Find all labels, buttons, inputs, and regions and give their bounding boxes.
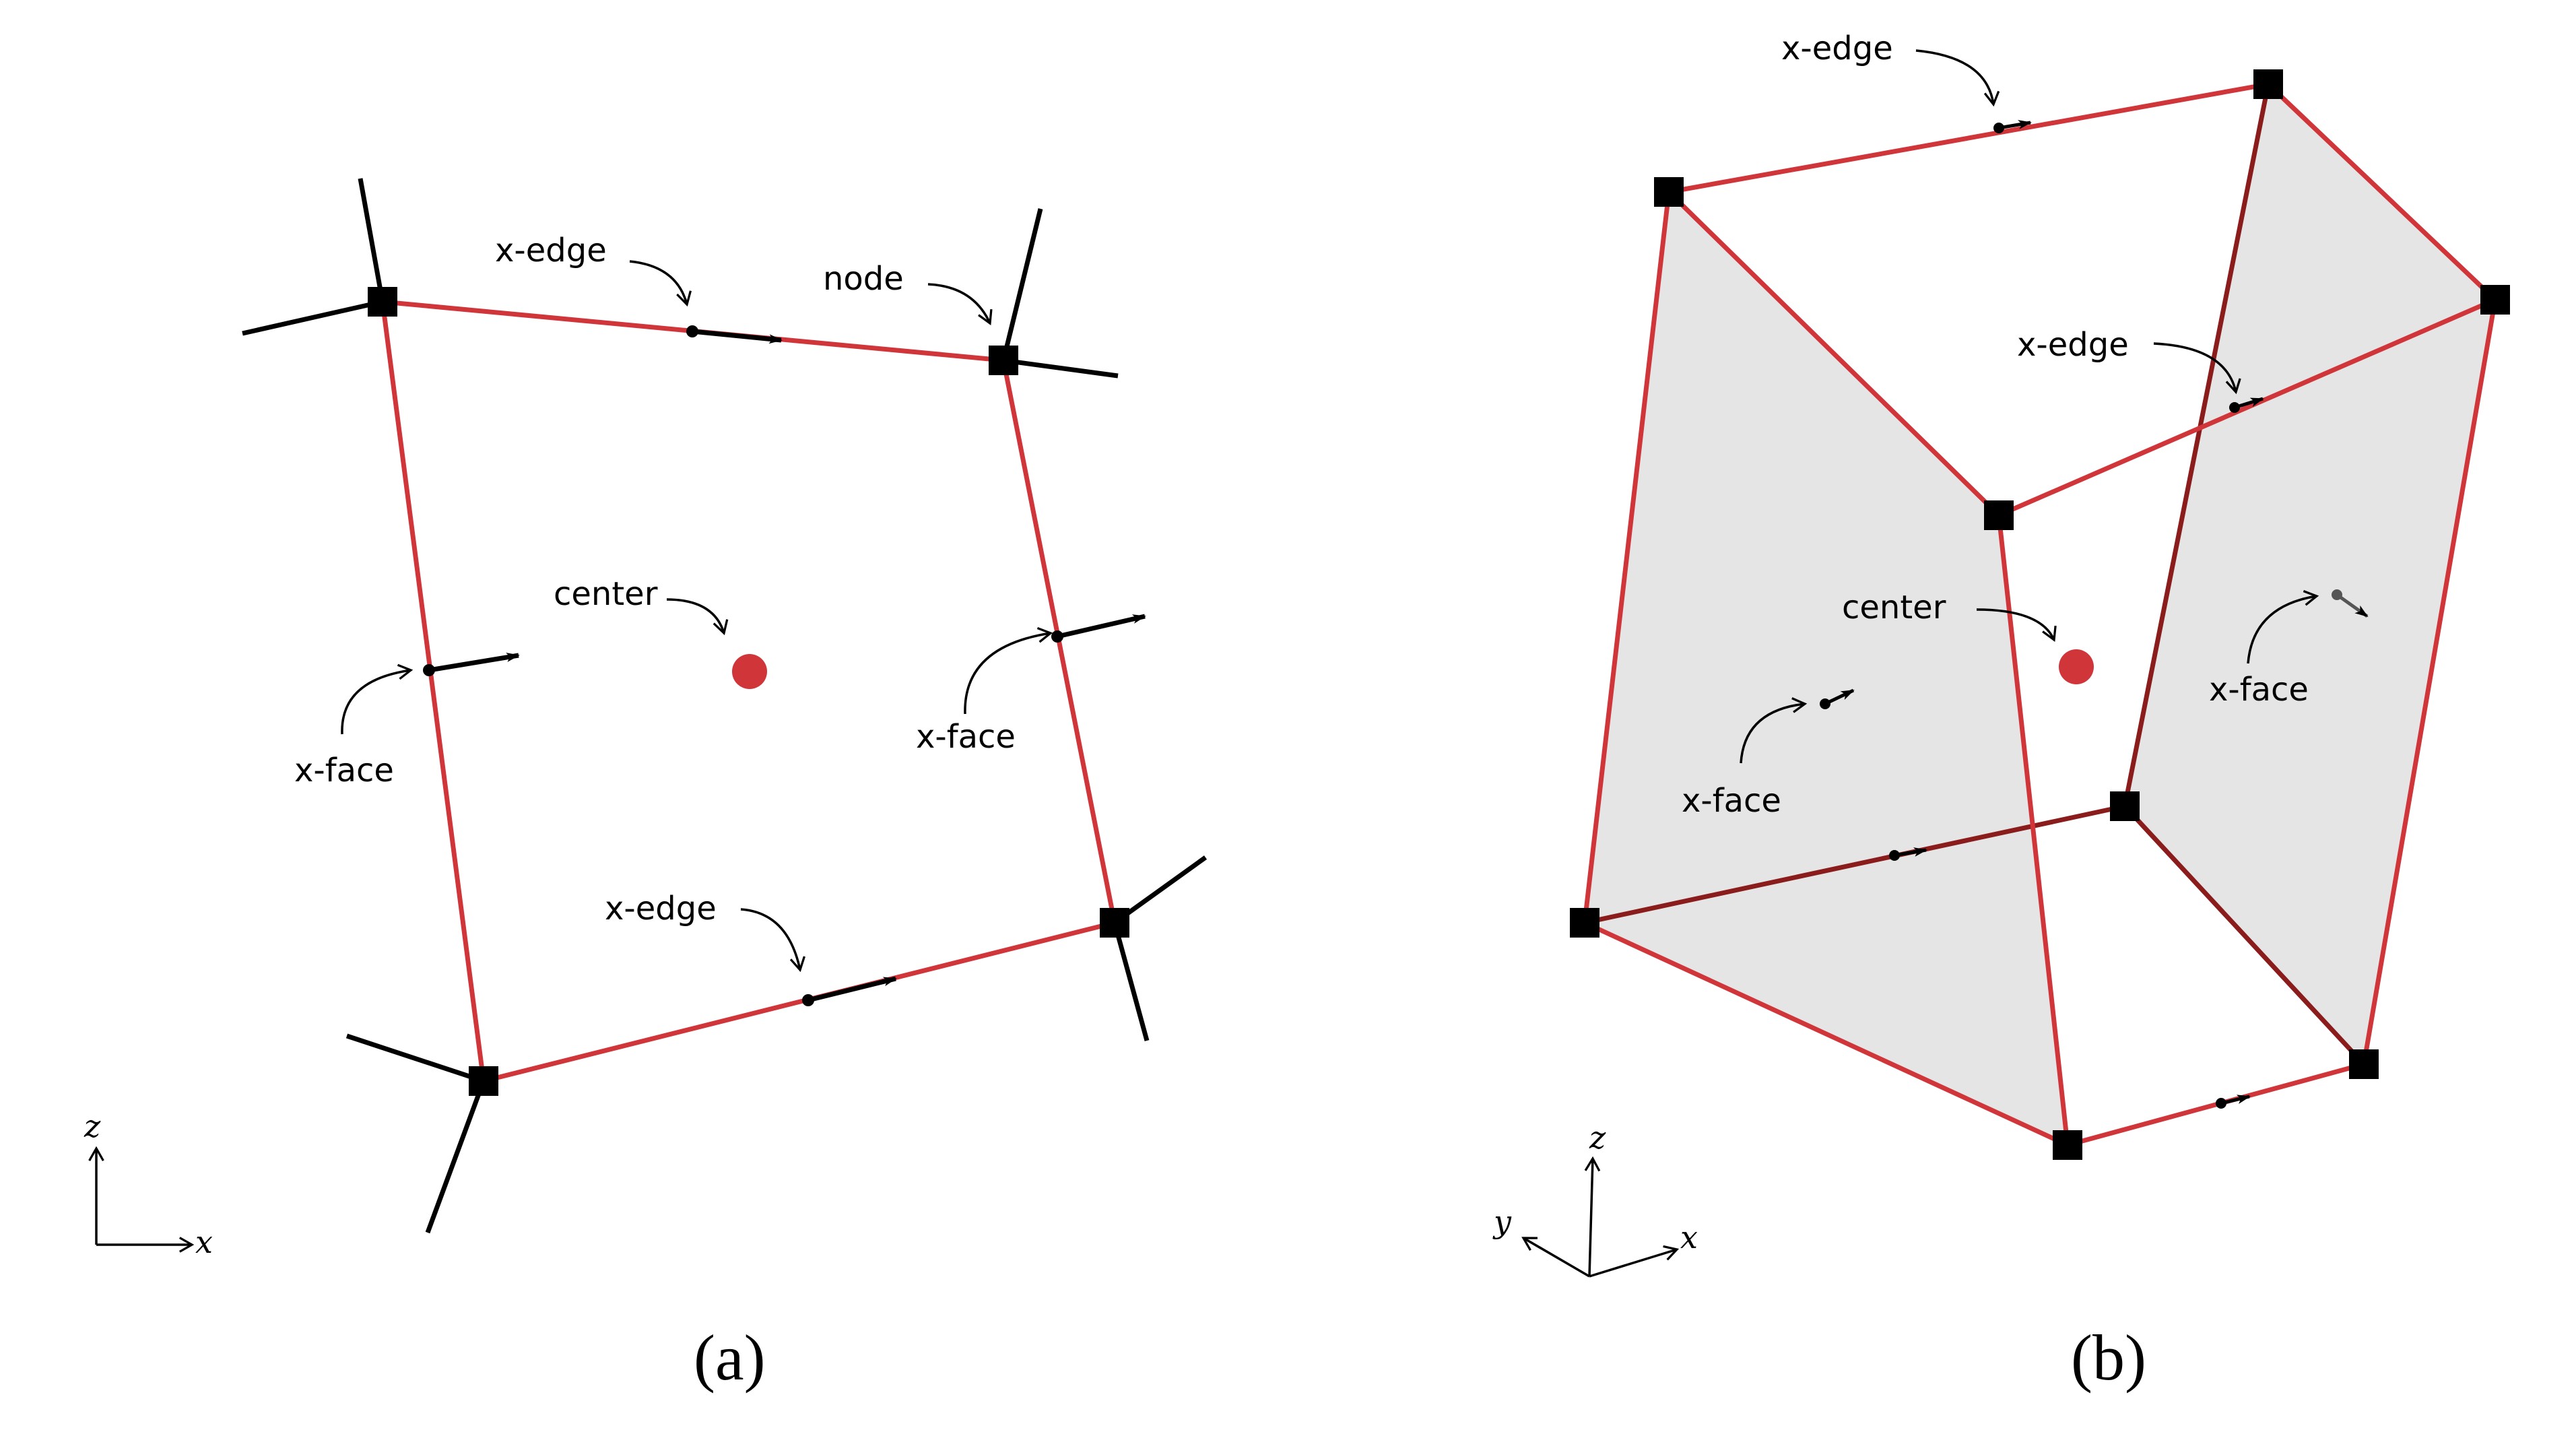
node-square xyxy=(2349,1049,2379,1079)
node-square xyxy=(989,346,1018,375)
label-center: center xyxy=(554,575,658,613)
x-face-left-fill xyxy=(1585,192,2068,1145)
x-face-arrows xyxy=(423,614,1146,676)
x-edge-arrow-bottom xyxy=(807,976,897,1003)
node-square xyxy=(368,287,397,317)
node-square xyxy=(1984,500,2014,530)
label-center-b: center xyxy=(1842,589,1946,626)
axis-label-z-b: z xyxy=(1589,1119,1606,1156)
cell-edges xyxy=(380,299,1117,1084)
nodes-b xyxy=(1570,69,2510,1160)
axis-label-x-b: x xyxy=(1680,1219,1698,1255)
axis-label-y-b: y xyxy=(1492,1204,1512,1240)
neighbour-edges xyxy=(242,178,1208,1234)
node-square xyxy=(1570,908,1599,938)
center-dot-b xyxy=(2059,649,2094,684)
center-dot xyxy=(732,654,767,689)
caption-b: (b) xyxy=(2071,1321,2146,1394)
x-edge-arrows xyxy=(686,325,897,1006)
callout-pointers xyxy=(341,260,1053,973)
node-square xyxy=(1654,177,1684,207)
label-x-edge-inner-b: x-edge xyxy=(2017,326,2129,364)
panel-b: x-edge x-edge center x-face x-face z y x… xyxy=(1492,30,2510,1394)
axes-a xyxy=(88,1146,195,1253)
node-square xyxy=(2053,1130,2082,1160)
axis-label-x: x xyxy=(195,1224,213,1260)
caption-a: (a) xyxy=(694,1321,766,1394)
label-x-edge-top: x-edge xyxy=(495,232,607,269)
label-x-face-right-b: x-face xyxy=(2209,671,2309,709)
node-square xyxy=(1100,908,1129,938)
x-face-right-fill xyxy=(2125,84,2495,1064)
label-x-edge-top-b: x-edge xyxy=(1781,30,1893,67)
label-node: node xyxy=(823,260,904,298)
x-face-markers xyxy=(1820,589,2369,709)
node-square xyxy=(2110,791,2140,821)
callout-pointers-b xyxy=(1740,49,2319,764)
x-face-arrow-left xyxy=(428,653,520,673)
label-x-face-left-b: x-face xyxy=(1682,782,1781,820)
x-edge-arrow-top xyxy=(692,329,783,344)
node-square xyxy=(2480,285,2510,315)
label-x-face-right: x-face xyxy=(916,718,1016,756)
nodes xyxy=(368,287,1129,1096)
axis-label-z: z xyxy=(84,1108,101,1144)
label-x-face-left: x-face xyxy=(294,752,394,789)
panel-a: x-edge node center x-face x-face x-edge … xyxy=(84,178,1208,1394)
x-face-arrow-right xyxy=(1057,614,1146,639)
axes-b xyxy=(1521,1156,1680,1278)
front-edges xyxy=(1582,81,2498,1148)
label-x-edge-bottom: x-edge xyxy=(605,890,717,927)
node-square xyxy=(2253,69,2283,99)
node-square xyxy=(469,1066,498,1096)
